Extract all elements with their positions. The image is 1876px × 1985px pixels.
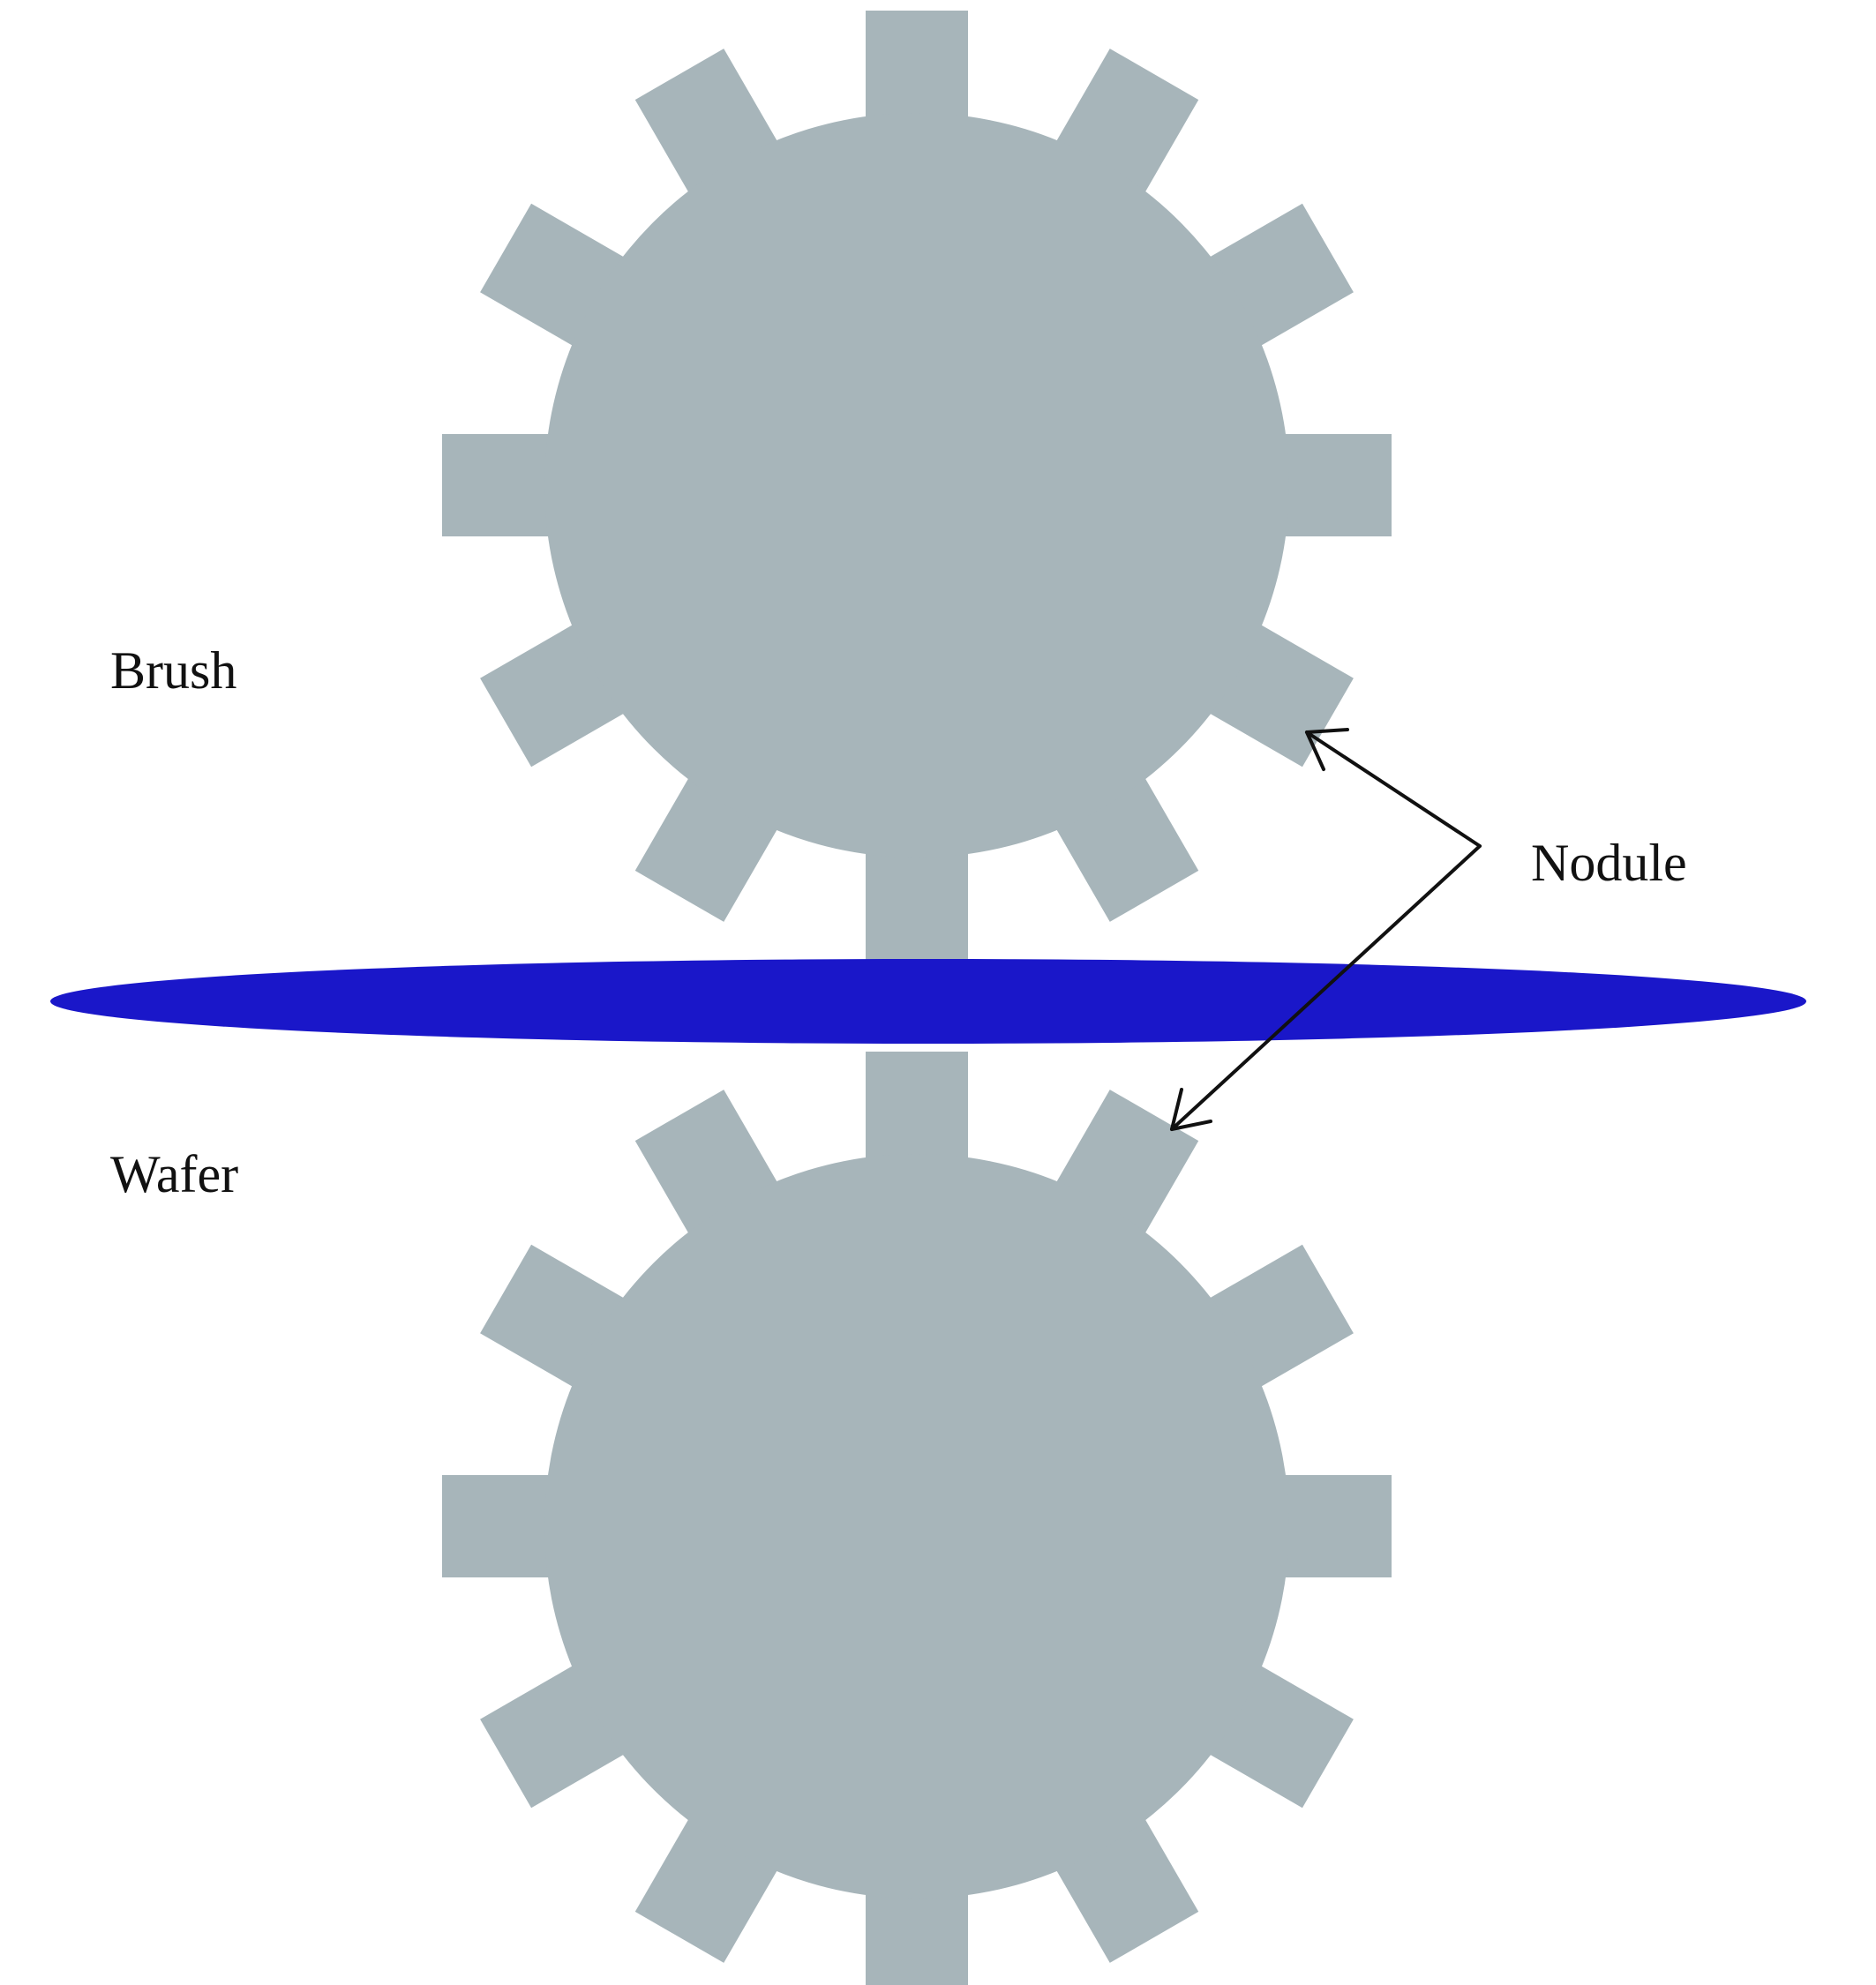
wafer-label: Wafer xyxy=(110,1145,238,1203)
bottom-brush-core xyxy=(544,1154,1289,1899)
brush-label: Brush xyxy=(110,641,236,700)
nodule-label: Nodule xyxy=(1531,834,1687,892)
nodule-arrows xyxy=(1170,728,1482,1131)
wafer-disk xyxy=(50,959,1806,1044)
nodule-arrow-upper xyxy=(1305,730,1482,848)
nodule-arrow-lower xyxy=(1170,844,1482,1131)
top-brush-core xyxy=(544,113,1289,858)
nodule-arrowhead-upper xyxy=(1305,728,1349,771)
nodule-arrowhead-lower xyxy=(1170,1088,1212,1131)
top-brush-roller xyxy=(442,11,1392,960)
bottom-brush-roller xyxy=(442,1052,1392,1985)
